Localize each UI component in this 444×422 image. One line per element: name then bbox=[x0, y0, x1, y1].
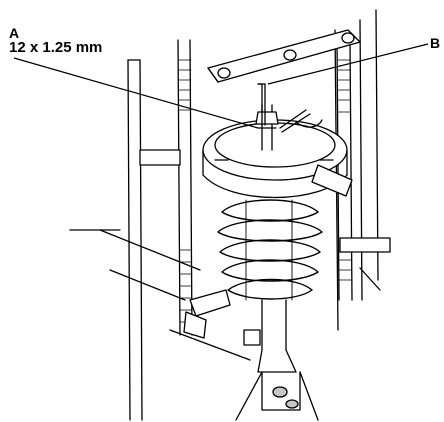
leader-line-a bbox=[13, 57, 259, 129]
hex-wrench bbox=[257, 83, 323, 133]
callout-a-label: A bbox=[9, 25, 20, 41]
upper-yoke-plate bbox=[207, 29, 361, 83]
strut-body bbox=[235, 299, 319, 421]
callout-b-label: B bbox=[430, 35, 441, 51]
threaded-rods bbox=[177, 39, 353, 336]
callout-a-thread-spec: 12 x 1.25 mm bbox=[9, 39, 103, 56]
stand-frame bbox=[69, 9, 379, 421]
leader-line-b bbox=[267, 43, 429, 85]
coil-spring bbox=[217, 199, 323, 301]
side-bolts bbox=[139, 149, 391, 339]
